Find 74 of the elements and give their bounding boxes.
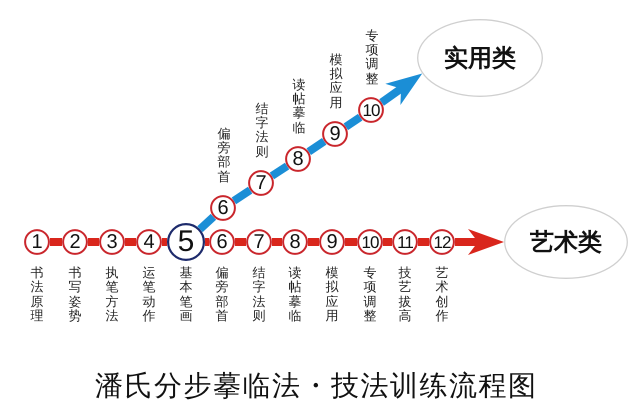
step-circle bbox=[99, 229, 125, 255]
step-label: 偏旁部首 bbox=[216, 267, 228, 324]
step-label: 基本笔画 bbox=[180, 267, 192, 324]
connector-line bbox=[272, 238, 282, 246]
category-label: 实用类 bbox=[444, 44, 516, 72]
step-number: 9 bbox=[326, 232, 338, 252]
connector-line bbox=[232, 186, 252, 204]
step-label: 读帖摹临 bbox=[292, 78, 306, 136]
diagram-title: 潘氏分步摹临法・技法训练流程图 bbox=[94, 372, 538, 400]
step-number: 8 bbox=[292, 149, 304, 169]
step-number: 6 bbox=[216, 232, 228, 252]
step-label: 书写姿势 bbox=[68, 267, 82, 324]
step-number: 3 bbox=[106, 232, 118, 252]
connector-line bbox=[162, 238, 167, 246]
step-label: 偏旁部首 bbox=[218, 128, 230, 185]
connector-line bbox=[345, 238, 357, 246]
step-label: 书法原理 bbox=[30, 267, 44, 324]
connector-line bbox=[308, 238, 319, 246]
step-label: 运笔动作 bbox=[142, 267, 156, 324]
step-label: 结字法则 bbox=[256, 102, 268, 160]
connector-line bbox=[306, 138, 326, 156]
step-label: 模拟应用 bbox=[330, 54, 342, 111]
connector-line bbox=[205, 238, 209, 246]
step-number: 8 bbox=[289, 232, 301, 252]
step-circle bbox=[209, 229, 235, 255]
step-circle bbox=[358, 97, 384, 123]
step-number: 7 bbox=[255, 173, 267, 193]
connector-line bbox=[235, 238, 246, 246]
step-circle bbox=[392, 229, 418, 255]
step-number: 10 bbox=[362, 102, 380, 118]
category-ellipse bbox=[417, 19, 543, 97]
step-number: 4 bbox=[143, 232, 155, 252]
step-number: 6 bbox=[217, 198, 229, 218]
step-label: 专项调整 bbox=[366, 30, 378, 87]
step-circle bbox=[319, 229, 345, 255]
step-label: 读帖摹临 bbox=[288, 267, 302, 324]
step-circle bbox=[282, 229, 308, 255]
step-circle bbox=[24, 229, 50, 255]
step-number: 9 bbox=[329, 124, 341, 144]
step-circle bbox=[429, 229, 455, 255]
step-label: 艺术创作 bbox=[436, 267, 448, 324]
step-number: 5 bbox=[178, 227, 194, 257]
step-label: 专项调整 bbox=[364, 267, 376, 324]
category-ellipse bbox=[504, 205, 628, 279]
connector-line bbox=[125, 238, 136, 246]
step-circle bbox=[248, 170, 274, 196]
connector-line bbox=[418, 238, 429, 246]
arrow bbox=[455, 229, 504, 255]
step-number: 2 bbox=[69, 232, 81, 252]
connector-line bbox=[50, 238, 62, 246]
connector-line bbox=[270, 162, 290, 180]
step-number: 11 bbox=[397, 234, 413, 250]
step-circle bbox=[285, 146, 311, 172]
step-label: 结字法则 bbox=[252, 267, 266, 324]
connector-line bbox=[88, 238, 99, 246]
step-number: 12 bbox=[434, 234, 450, 250]
step-number: 7 bbox=[253, 232, 265, 252]
step-circle bbox=[136, 229, 162, 255]
step-circle bbox=[210, 195, 236, 221]
step-number: 10 bbox=[362, 234, 378, 250]
step-label: 模拟应用 bbox=[326, 267, 338, 324]
step-circle bbox=[62, 229, 88, 255]
arrow bbox=[379, 74, 422, 106]
connector-line bbox=[197, 214, 216, 232]
step-number: 1 bbox=[31, 232, 43, 252]
step-circle bbox=[322, 121, 348, 147]
step-circle bbox=[246, 229, 272, 255]
category-label: 艺术类 bbox=[530, 228, 602, 256]
step-label: 技艺拔高 bbox=[398, 267, 412, 324]
connector-line bbox=[383, 238, 392, 246]
connector-line bbox=[344, 114, 362, 130]
step-circle bbox=[357, 229, 383, 255]
step-circle bbox=[167, 223, 205, 261]
step-label: 执笔方法 bbox=[106, 267, 118, 324]
